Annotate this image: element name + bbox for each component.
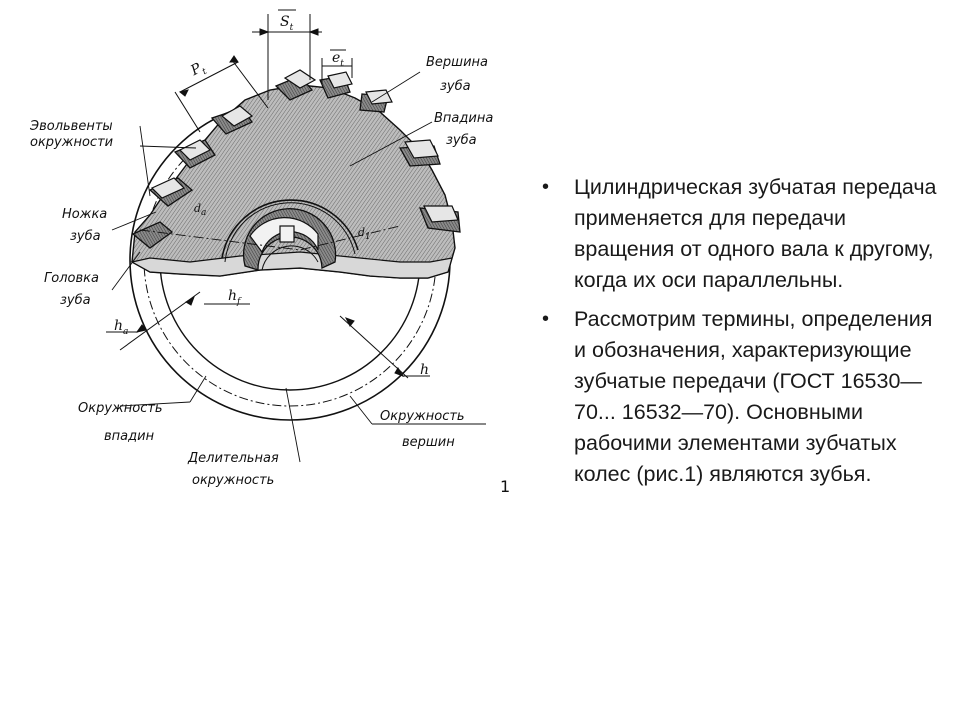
text-panel: • Цилиндрическая зубчатая передача приме… [540,172,950,498]
label-tooth-tip: Вершина зуба [426,55,492,94]
space-symbol: et [332,50,344,69]
thickness-symbol: St [280,14,294,33]
label-tooth-root: Ножка зуба [62,207,111,244]
gear-hub [221,199,359,271]
bullet-glyph: • [542,308,550,330]
figure-number: 1 [500,477,510,496]
height-dimensions [119,291,409,379]
pitch-dimension [174,55,269,133]
bullet-item: • Рассмотрим термины, определения и обоз… [540,304,950,490]
bullet-item: • Цилиндрическая зубчатая передача приме… [540,172,950,296]
label-tip-circle: Окружность вершин [380,409,469,450]
root-height-symbol: hf [228,288,242,307]
bullet-list: • Цилиндрическая зубчатая передача приме… [540,172,950,490]
bullet-text: Рассмотрим термины, определения и обозна… [574,307,933,486]
label-tooth-head: Головка зуба [44,271,103,308]
tip-diameter-symbol: da [194,202,206,218]
bullet-text: Цилиндрическая зубчатая передача применя… [574,175,937,292]
label-tooth-space: Впадина зуба [434,111,497,148]
thickness-dimension [252,14,322,100]
gear-diagram: Pt St et [0,0,520,520]
label-involutes: Эвольвенты окружности [29,119,117,150]
gear-body [130,69,461,279]
label-root-circle: Окружность впадин [78,401,167,444]
head-height-symbol: ha [114,318,128,337]
space-dimension [321,58,353,84]
full-height-symbol: h [420,362,429,378]
pitch-diameter-symbol: d1 [358,226,371,242]
label-pitch-circle: Делительная окружность [187,451,283,488]
bullet-glyph: • [542,176,550,198]
